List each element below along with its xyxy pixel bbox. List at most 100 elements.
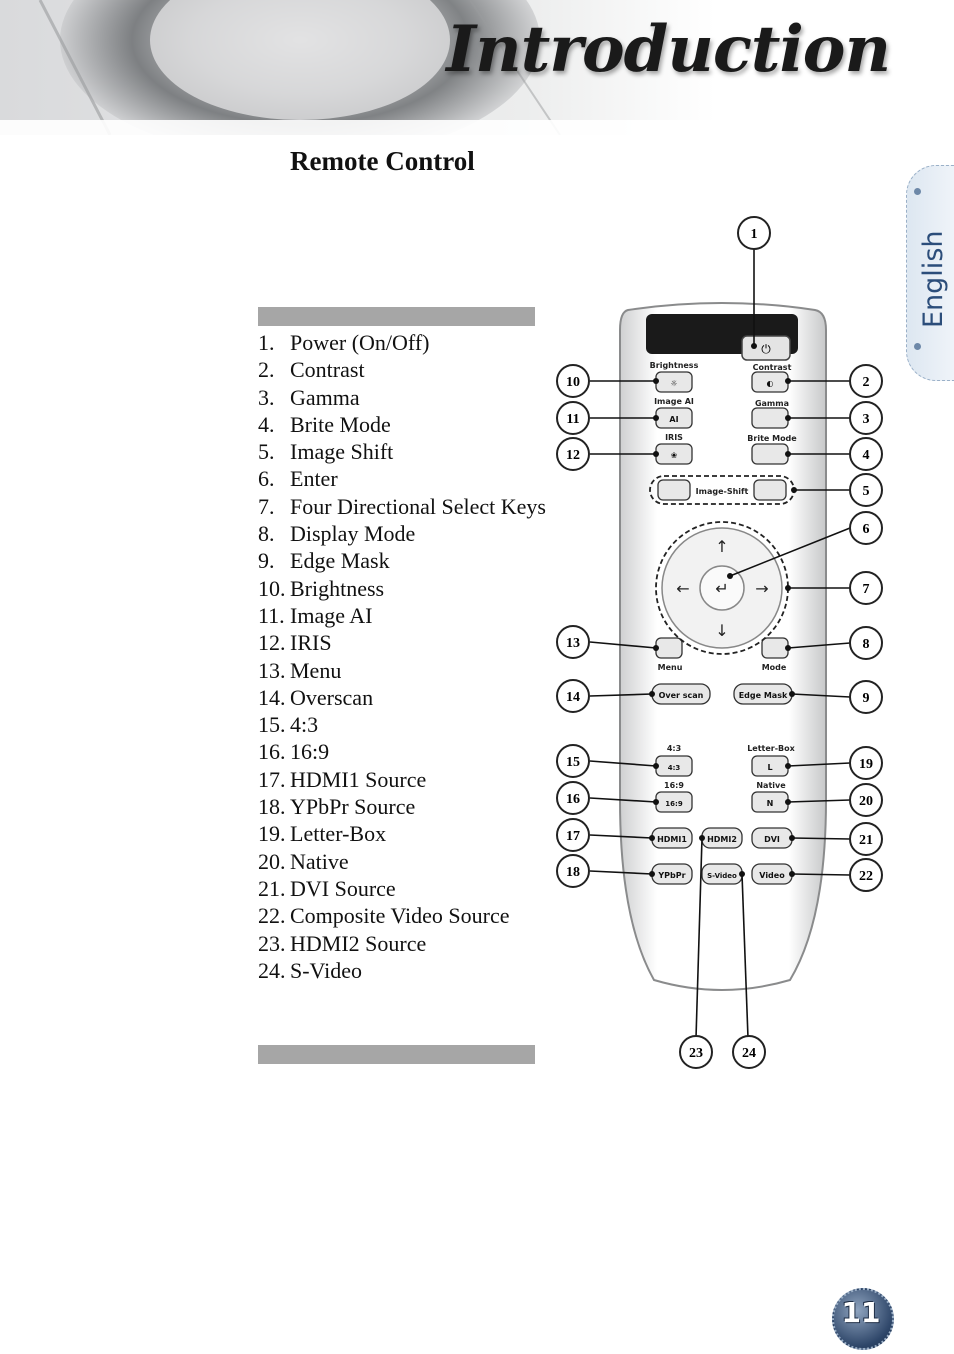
section-title: Remote Control bbox=[290, 146, 475, 176]
legend-number: 9. bbox=[258, 548, 275, 574]
svg-text:⏻: ⏻ bbox=[761, 342, 771, 356]
legend-number: 19. bbox=[258, 821, 286, 847]
legend-item: 15.4:3 bbox=[258, 711, 548, 738]
legend-number: 6. bbox=[258, 466, 275, 492]
callout-circle bbox=[556, 679, 590, 713]
callout-circle bbox=[849, 680, 883, 714]
btn-43-text: 4:3 bbox=[668, 764, 681, 772]
legend-text: Overscan bbox=[290, 684, 374, 710]
callout-circle bbox=[737, 216, 771, 250]
image-shift-left-button bbox=[657, 479, 691, 501]
legend-item: 24.S-Video bbox=[258, 957, 548, 984]
callout-number: 13 bbox=[566, 636, 580, 651]
legend-item: 4. Brite Mode bbox=[258, 411, 548, 438]
callout-circle bbox=[849, 571, 883, 605]
legend-text: Display Mode bbox=[290, 521, 416, 547]
hdmi1-text: HDMI1 bbox=[657, 835, 687, 844]
lbl-brite-mode: Brite Mode bbox=[747, 434, 797, 443]
svg-text:↵: ↵ bbox=[715, 579, 728, 598]
callout-number: 11 bbox=[566, 412, 579, 427]
legend-text: HDMI2 Source bbox=[290, 930, 427, 956]
callout-circle bbox=[849, 401, 883, 435]
callout-circle bbox=[849, 473, 883, 507]
callout-number: 16 bbox=[566, 792, 580, 807]
svg-text:→: → bbox=[755, 579, 768, 598]
callout-number: 10 bbox=[566, 375, 580, 390]
legend-item: 14.Overscan bbox=[258, 684, 548, 711]
callout-number: 19 bbox=[859, 757, 873, 772]
legend-text: 16:9 bbox=[290, 739, 330, 765]
legend-item: 13.Menu bbox=[258, 657, 548, 684]
lbl-169: 16:9 bbox=[664, 781, 684, 790]
header-banner: Introduction bbox=[0, 0, 954, 135]
btn-169-text: 16:9 bbox=[665, 800, 683, 808]
callout-circle bbox=[849, 511, 883, 545]
legend-number: 8. bbox=[258, 521, 275, 547]
legend-number: 5. bbox=[258, 439, 275, 465]
page-title: Introduction bbox=[446, 12, 891, 87]
svg-text:☼: ☼ bbox=[670, 379, 677, 388]
callout-circle bbox=[556, 781, 590, 815]
callout-number: 12 bbox=[566, 448, 580, 463]
mode-button bbox=[761, 637, 789, 659]
legend-item: 12.IRIS bbox=[258, 629, 548, 656]
callout-number: 3 bbox=[863, 412, 870, 427]
legend-text: Brightness bbox=[290, 575, 385, 601]
legend-number: 13. bbox=[258, 657, 286, 683]
overscan-text: Over scan bbox=[659, 691, 704, 700]
legend-text: Image AI bbox=[290, 602, 373, 628]
legend-text: Enter bbox=[290, 466, 338, 492]
legend-number: 23. bbox=[258, 930, 286, 956]
legend-number: 12. bbox=[258, 630, 286, 656]
legend-text: YPbPr Source bbox=[290, 794, 416, 820]
svg-text:↓: ↓ bbox=[715, 621, 728, 640]
legend-text: Letter-Box bbox=[290, 821, 387, 847]
legend-number: 3. bbox=[258, 384, 275, 410]
legend-text: Edge Mask bbox=[290, 548, 390, 574]
callout-number: 18 bbox=[566, 865, 580, 880]
callout-number: 4 bbox=[863, 448, 870, 463]
svg-text:◐: ◐ bbox=[767, 379, 774, 388]
gamma-button bbox=[751, 407, 789, 429]
lbl-brightness: Brightness bbox=[650, 361, 699, 370]
legend-bottom-bar bbox=[258, 1045, 535, 1064]
legend-number: 24. bbox=[258, 957, 286, 983]
legend-number: 16. bbox=[258, 739, 286, 765]
legend-item: 22.Composite Video Source bbox=[258, 902, 548, 929]
callout-circle bbox=[849, 626, 883, 660]
legend-item: 2.Contrast bbox=[258, 356, 548, 383]
legend-text: DVI Source bbox=[290, 875, 396, 901]
callout-circle bbox=[556, 437, 590, 471]
dvi-text: DVI bbox=[764, 835, 780, 844]
svideo-text: S-Video bbox=[707, 872, 737, 880]
callout-number: 2 bbox=[863, 375, 870, 390]
callout-circle bbox=[679, 1035, 713, 1069]
legend-text: Brite Mode bbox=[290, 411, 391, 437]
legend-text: Native bbox=[290, 848, 349, 874]
tab-dot bbox=[914, 343, 921, 350]
btn-ai-text: AI bbox=[669, 415, 678, 424]
callout-number: 8 bbox=[863, 637, 870, 652]
legend-text: Gamma bbox=[290, 384, 360, 410]
legend-item: 21.DVI Source bbox=[258, 875, 548, 902]
legend-number: 4. bbox=[258, 411, 275, 437]
legend-top-bar bbox=[258, 307, 535, 326]
legend-item: 17.HDMI1 Source bbox=[258, 766, 548, 793]
lbl-menu: Menu bbox=[658, 663, 683, 672]
svg-text:←: ← bbox=[676, 579, 689, 598]
legend-text: Power (On/Off) bbox=[290, 330, 430, 355]
legend-item: 23.HDMI2 Source bbox=[258, 930, 548, 957]
lbl-gamma: Gamma bbox=[755, 399, 789, 408]
callout-circle bbox=[556, 401, 590, 435]
legend-number: 17. bbox=[258, 766, 286, 792]
tab-dot bbox=[914, 188, 921, 195]
lbl-native: Native bbox=[756, 781, 786, 790]
image-shift-right-button bbox=[753, 479, 787, 501]
brite-mode-button bbox=[751, 443, 789, 465]
callout-number: 17 bbox=[566, 829, 580, 844]
legend-item: 8. Display Mode bbox=[258, 520, 548, 547]
legend-number: 1. bbox=[258, 330, 275, 355]
callout-number: 15 bbox=[566, 755, 580, 770]
legend-number: 22. bbox=[258, 903, 286, 929]
